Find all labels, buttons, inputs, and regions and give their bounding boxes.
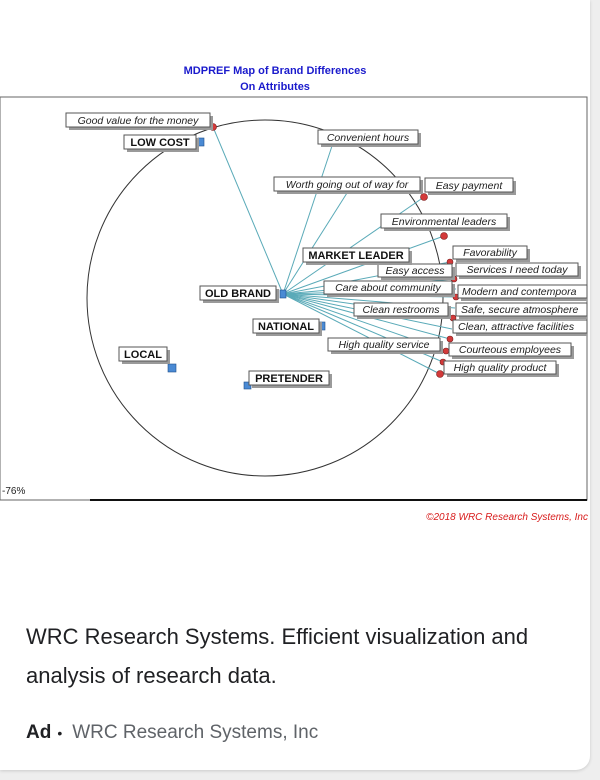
attr-convenient-hours: Convenient hours bbox=[317, 129, 421, 147]
vector-easy-payment bbox=[282, 196, 425, 295]
separator-dot: • bbox=[57, 725, 63, 741]
attr-quality-product: High quality product bbox=[443, 360, 559, 377]
svg-text:Modern and contempora: Modern and contempora bbox=[462, 286, 577, 298]
svg-text:Clean, attractive facilities: Clean, attractive facilities bbox=[458, 321, 575, 333]
svg-text:Favorability: Favorability bbox=[463, 247, 517, 259]
svg-text:Easy access: Easy access bbox=[386, 265, 446, 277]
svg-text:Services I need today: Services I need today bbox=[467, 264, 569, 276]
svg-text:Care about community: Care about community bbox=[335, 282, 441, 294]
svg-text:High quality product: High quality product bbox=[454, 362, 548, 374]
svg-text:NATIONAL: NATIONAL bbox=[258, 321, 314, 333]
unit-circle bbox=[86, 119, 444, 477]
endpoint-marker bbox=[440, 232, 448, 240]
endpoint-marker bbox=[446, 335, 454, 343]
brand-local: LOCAL bbox=[118, 346, 170, 364]
svg-text:Good value for the money: Good value for the money bbox=[78, 115, 200, 127]
attr-worth-going: Worth going out of way for bbox=[273, 176, 423, 194]
attr-clean-facilities: Clean, attractive facilities bbox=[452, 319, 588, 336]
brand-low-cost: LOW COST bbox=[123, 134, 199, 152]
copyright-text: ©2018 WRC Research Systems, Inc bbox=[426, 512, 588, 523]
svg-text:Easy payment: Easy payment bbox=[436, 180, 504, 192]
ad-headline[interactable]: WRC Research Systems. Efficient visualiz… bbox=[26, 624, 529, 688]
attr-easy-access: Easy access bbox=[377, 263, 455, 280]
attr-environmental: Environmental leaders bbox=[380, 213, 510, 231]
axis-value-label: -76% bbox=[2, 486, 25, 497]
vector-convenient-hours bbox=[282, 145, 333, 295]
attr-services: Services I need today bbox=[455, 262, 581, 279]
svg-text:MARKET LEADER: MARKET LEADER bbox=[308, 250, 403, 262]
advertiser-name[interactable]: WRC Research Systems, Inc bbox=[72, 722, 319, 743]
svg-text:High quality service: High quality service bbox=[338, 339, 429, 351]
attr-quality-service: High quality service bbox=[327, 337, 443, 354]
brand-national: NATIONAL bbox=[252, 318, 322, 336]
attr-modern: Modern and contempora bbox=[457, 284, 588, 301]
svg-text:Courteous employees: Courteous employees bbox=[459, 344, 562, 356]
brand-old-brand: OLD BRAND bbox=[199, 285, 279, 303]
brand-market-leader: MARKET LEADER bbox=[302, 247, 412, 265]
vector-worth-going bbox=[282, 192, 348, 295]
vector-good-value bbox=[212, 126, 284, 295]
brand-pretender: PRETENDER bbox=[248, 370, 332, 388]
attr-safe: Safe, secure atmosphere bbox=[455, 302, 588, 319]
svg-text:OLD BRAND: OLD BRAND bbox=[205, 288, 271, 300]
brand-labels: LOW COST MARKET LEADER OLD BRAND NATIONA… bbox=[118, 134, 412, 388]
svg-text:LOCAL: LOCAL bbox=[124, 349, 162, 361]
ad-badge: Ad bbox=[26, 722, 52, 743]
brand-marker-old-brand bbox=[279, 289, 287, 299]
svg-text:PRETENDER: PRETENDER bbox=[255, 373, 323, 385]
svg-text:Clean restrooms: Clean restrooms bbox=[362, 304, 440, 316]
brand-marker-local bbox=[167, 363, 177, 373]
svg-text:Worth going out of way for: Worth going out of way for bbox=[286, 179, 409, 191]
svg-text:Safe, secure atmosphere: Safe, secure atmosphere bbox=[461, 304, 578, 316]
attr-courteous: Courteous employees bbox=[448, 342, 574, 359]
endpoint-marker bbox=[436, 370, 444, 378]
attr-community: Care about community bbox=[323, 280, 455, 297]
endpoint-marker bbox=[420, 193, 428, 201]
svg-text:Convenient hours: Convenient hours bbox=[327, 132, 410, 144]
svg-text:LOW COST: LOW COST bbox=[130, 137, 190, 149]
attr-favorability: Favorability bbox=[452, 245, 530, 262]
ad-card[interactable]: MDPREF Map of Brand Differences On Attri… bbox=[0, 0, 590, 770]
vector-quality-product bbox=[282, 293, 441, 375]
attribute-labels: Good value for the money Convenient hour… bbox=[65, 112, 588, 377]
svg-text:Environmental leaders: Environmental leaders bbox=[392, 216, 497, 228]
attr-good-value: Good value for the money bbox=[65, 112, 213, 130]
attr-clean-restrooms: Clean restrooms bbox=[353, 302, 451, 319]
attr-easy-payment: Easy payment bbox=[424, 177, 516, 195]
map-title: MDPREF Map of Brand Differences bbox=[184, 65, 367, 77]
ad-attribution: Ad • WRC Research Systems, Inc bbox=[26, 718, 318, 748]
endpoint-marker bbox=[442, 347, 450, 355]
map-subtitle: On Attributes bbox=[240, 81, 310, 93]
ad-image-mdpref-map[interactable]: MDPREF Map of Brand Differences On Attri… bbox=[0, 0, 590, 600]
